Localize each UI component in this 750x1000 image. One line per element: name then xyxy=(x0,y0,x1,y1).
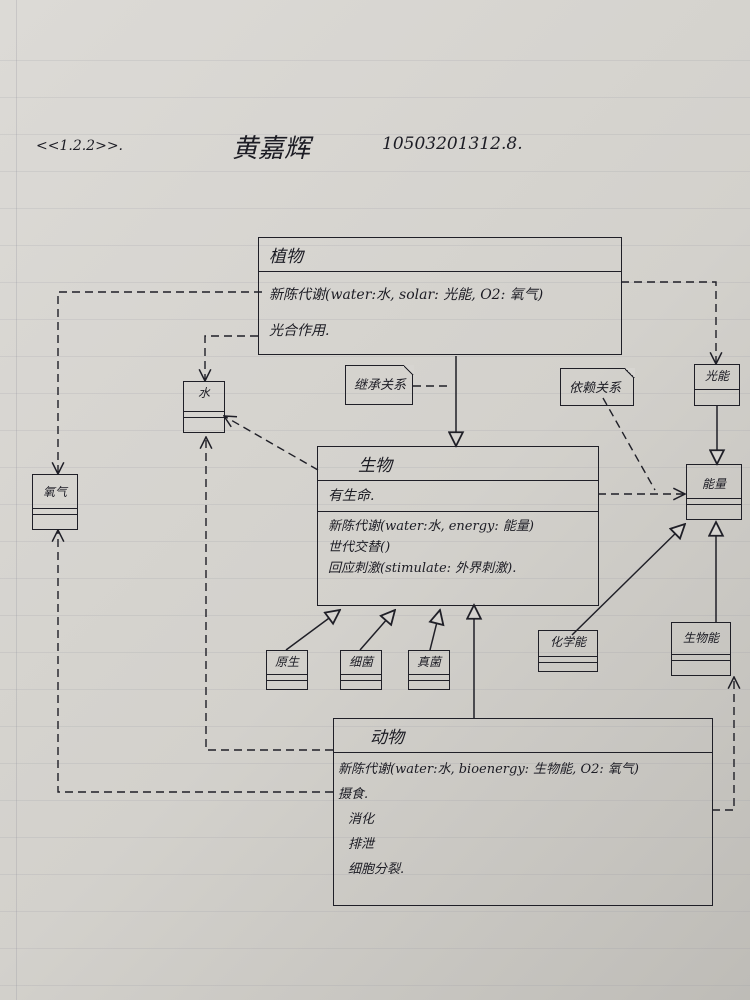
class-protist: 细菌 xyxy=(340,650,382,690)
paper-rule-line xyxy=(0,245,750,246)
animal-op-metabolism: 新陈代谢(water:水, bioenergy: 生物能, O2: 氧气) xyxy=(338,762,639,777)
organism-depends-water xyxy=(224,416,319,471)
class-energy: 能量 xyxy=(686,464,742,520)
paper-rule-line xyxy=(0,911,750,912)
organism-attr-alive: 有生命. xyxy=(328,488,375,504)
paper-rule-line xyxy=(0,948,750,949)
paper-rule-line xyxy=(0,578,750,579)
paper-rule-line xyxy=(0,134,750,135)
paper-rule-line xyxy=(0,504,750,505)
paper-rule-line xyxy=(0,652,750,653)
animal-depends-oxygen xyxy=(58,530,333,793)
bacteria-inherits-organism xyxy=(285,610,340,651)
fungi-inherits-organism xyxy=(430,610,440,651)
class-chemical-energy: 化学能 xyxy=(538,630,598,672)
class-water: 水 xyxy=(183,381,225,433)
organism-op-metabolism: 新陈代谢(water:水, energy: 能量) xyxy=(328,519,534,534)
paper-rule-line xyxy=(0,430,750,431)
class-animal-operations: 新陈代谢(water:水, bioenergy: 生物能, O2: 氧气) 摄食… xyxy=(334,753,712,886)
page-margin-line xyxy=(16,0,17,1000)
plant-depends-oxygen xyxy=(58,291,262,474)
class-plant: 植物 新陈代谢(water:水, solar: 光能, O2: 氧气) 光合作用… xyxy=(258,237,622,355)
class-animal: 动物 新陈代谢(water:水, bioenergy: 生物能, O2: 氧气)… xyxy=(333,718,713,906)
class-light-energy-name: 光能 xyxy=(704,369,729,383)
class-chemical-energy-name: 化学能 xyxy=(549,635,586,649)
plant-op-metabolism: 新陈代谢(water:水, solar: 光能, O2: 氧气) xyxy=(269,287,544,303)
plant-depends-water xyxy=(205,335,258,381)
class-organism-name: 生物 xyxy=(318,447,598,481)
class-organism-operations: 新陈代谢(water:水, energy: 能量) 世代交替() 回应刺激(st… xyxy=(318,511,598,583)
note-depend: 依赖关系 xyxy=(560,367,635,406)
paper-rule-line xyxy=(0,171,750,172)
chapter-label: <<1.2.2>>. xyxy=(36,138,123,154)
author-name: 黄嘉辉 xyxy=(232,134,311,164)
paper-rule-line xyxy=(0,763,750,764)
paper-rule-line xyxy=(0,356,750,357)
paper-rule-line xyxy=(0,319,750,320)
class-bacteria-name: 原生 xyxy=(274,655,299,669)
depend-note-link xyxy=(602,397,656,491)
protist-inherits-organism xyxy=(359,610,395,651)
class-fungi: 真菌 xyxy=(408,650,450,690)
class-bio-energy: 生物能 xyxy=(671,622,731,676)
paper-rule-line xyxy=(0,208,750,209)
paper-rule-line xyxy=(0,874,750,875)
class-bio-energy-name: 生物能 xyxy=(682,631,719,645)
class-bacteria: 原生 xyxy=(266,650,308,690)
chemical-inherits-energy xyxy=(571,524,685,636)
paper-rule-line xyxy=(0,726,750,727)
class-oxygen-name: 氧气 xyxy=(42,485,67,499)
paper-rule-line xyxy=(0,282,750,283)
class-energy-name: 能量 xyxy=(701,477,726,491)
organism-op-stimulus: 回应刺激(stimulate: 外界刺激). xyxy=(328,561,517,576)
animal-depends-water xyxy=(206,437,333,751)
class-water-name: 水 xyxy=(197,386,210,400)
paper-rule-line xyxy=(0,467,750,468)
note-depend-text: 依赖关系 xyxy=(569,381,622,396)
class-organism: 生物 有生命. 新陈代谢(water:水, energy: 能量) 世代交替()… xyxy=(317,446,599,606)
class-plant-operations: 新陈代谢(water:水, solar: 光能, O2: 氧气) 光合作用. xyxy=(259,272,621,346)
animal-op-excretion: 排泄 xyxy=(348,837,375,852)
paper-rule-line xyxy=(0,837,750,838)
class-protist-name: 细菌 xyxy=(348,655,373,669)
student-id: 10503201312.8. xyxy=(382,134,523,154)
plant-op-photosynthesis: 光合作用. xyxy=(269,323,330,339)
plant-depends-light xyxy=(621,281,716,364)
animal-op-digestion: 消化 xyxy=(348,812,375,827)
class-light-energy: 光能 xyxy=(694,364,740,406)
paper-rule-line xyxy=(0,393,750,394)
class-fungi-name: 真菌 xyxy=(416,655,441,669)
class-plant-name: 植物 xyxy=(259,238,621,272)
paper-rule-line xyxy=(0,800,750,801)
note-inherit: 继承关系 xyxy=(345,364,414,405)
note-inherit-text: 继承关系 xyxy=(354,378,407,393)
paper-rule-line xyxy=(0,97,750,98)
paper-rule-line xyxy=(0,541,750,542)
class-oxygen: 氧气 xyxy=(32,474,78,530)
paper-rule-line xyxy=(0,615,750,616)
class-animal-name: 动物 xyxy=(334,719,712,753)
paper-rule-line xyxy=(0,985,750,986)
paper-rule-line xyxy=(0,60,750,61)
animal-op-feeding: 摄食. xyxy=(338,787,369,802)
class-organism-attributes: 有生命. xyxy=(318,481,598,511)
animal-depends-bio xyxy=(712,677,734,811)
animal-op-cell-division: 细胞分裂. xyxy=(348,862,405,877)
organism-op-generation: 世代交替() xyxy=(328,540,391,555)
